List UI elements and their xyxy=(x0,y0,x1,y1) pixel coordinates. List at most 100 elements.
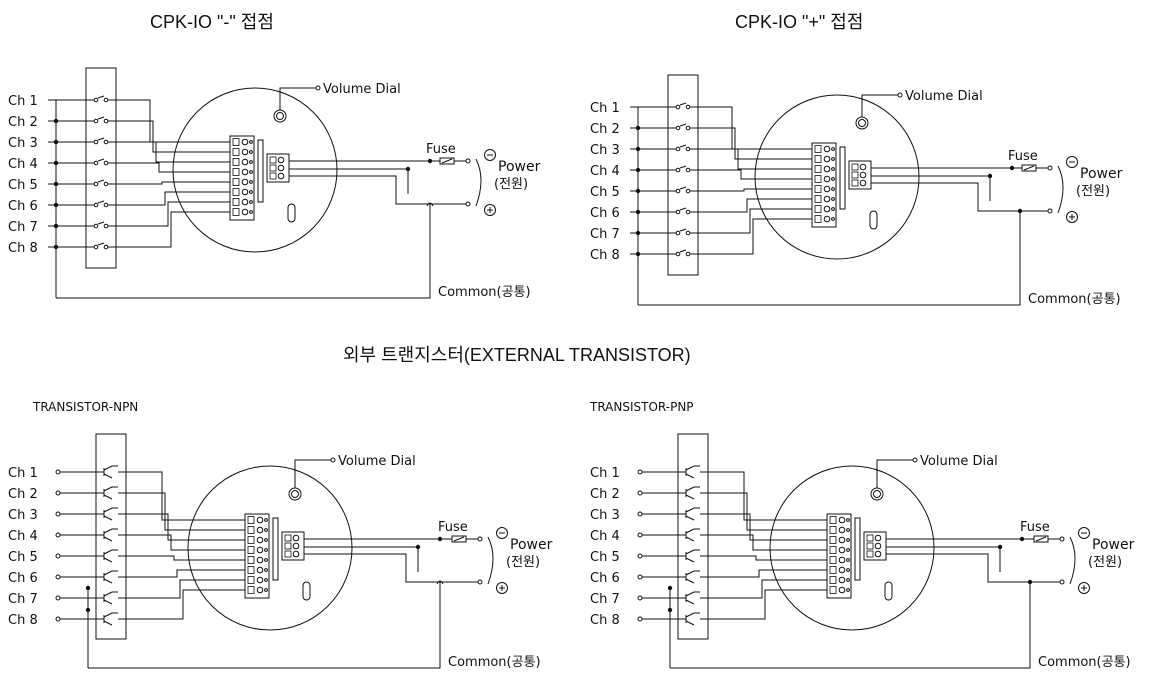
connector-screw xyxy=(256,516,264,524)
power-label-korean: (전원) xyxy=(494,177,528,192)
transistor-collector xyxy=(103,507,113,513)
connector-screw xyxy=(241,148,249,156)
wire xyxy=(118,471,245,521)
connector-pin xyxy=(247,526,255,534)
switch-contact xyxy=(675,251,681,257)
connector-screw xyxy=(249,140,253,144)
connector-screw xyxy=(831,167,835,171)
transistor-emitter xyxy=(685,620,695,626)
junction-dot xyxy=(85,607,91,613)
controller-housing xyxy=(172,87,338,253)
connector-screw xyxy=(831,187,835,191)
input-terminal xyxy=(55,574,61,580)
connector-screw xyxy=(241,158,249,166)
transistor-collector xyxy=(103,528,113,534)
junction-dot xyxy=(427,158,433,164)
channel-label: Ch 2 xyxy=(590,122,620,137)
connector-pin xyxy=(814,205,822,213)
channel-label: Ch 6 xyxy=(590,571,620,586)
wire xyxy=(886,553,1024,583)
wire xyxy=(289,168,409,194)
wire xyxy=(700,513,827,541)
wire xyxy=(118,162,230,173)
switch-contact xyxy=(93,202,99,208)
transistor-emitter xyxy=(103,599,113,605)
connector-screw xyxy=(264,538,268,542)
transistor-emitter xyxy=(685,578,695,584)
connector-screw xyxy=(823,155,831,163)
switch-contact xyxy=(93,160,99,166)
channel-label: Ch 5 xyxy=(8,550,38,565)
connector-screw xyxy=(241,178,249,186)
connector-pin xyxy=(814,175,822,183)
switch-contact xyxy=(675,167,681,173)
power-connector-block xyxy=(266,153,290,183)
connector-pin xyxy=(247,546,255,554)
switch-contact xyxy=(93,139,99,145)
switch-blade xyxy=(679,123,687,127)
connector-screw xyxy=(241,188,249,196)
channel-label: Ch 4 xyxy=(590,529,620,544)
transistor-emitter xyxy=(103,473,113,479)
input-connector-block xyxy=(811,142,837,228)
input-terminal xyxy=(55,595,61,601)
wire xyxy=(118,569,245,578)
connector-screw xyxy=(823,195,831,203)
power-terminal-minus xyxy=(465,158,471,164)
junction-dot xyxy=(415,544,421,550)
wire xyxy=(700,148,812,170)
connector-screw xyxy=(838,516,846,524)
wire xyxy=(700,492,827,531)
mounting-slot xyxy=(302,581,311,601)
wire xyxy=(1035,536,1047,542)
wire xyxy=(700,188,812,192)
wire xyxy=(118,579,245,599)
connector-pin xyxy=(232,188,240,196)
switch-contact xyxy=(103,97,109,103)
switch-contact xyxy=(675,209,681,215)
indicator-bar xyxy=(272,517,279,581)
junction-dot xyxy=(1017,208,1023,214)
connector-screw xyxy=(846,588,850,592)
input-terminal xyxy=(637,511,643,517)
wire xyxy=(1023,165,1035,171)
terminal-strip xyxy=(667,74,699,276)
connector-screw xyxy=(831,147,835,151)
controller-housing xyxy=(754,94,920,260)
title-external-transistor: 외부 트랜지스터(EXTERNAL TRANSISTOR) xyxy=(343,345,691,365)
connector-screw xyxy=(241,198,249,206)
switch-contact xyxy=(685,104,691,110)
input-terminal xyxy=(637,532,643,538)
power-terminal-plus xyxy=(1059,579,1065,585)
connector-pin xyxy=(829,526,837,534)
channel-label: Ch 8 xyxy=(590,248,620,263)
subtitle-pnp: TRANSISTOR-PNP xyxy=(590,400,694,414)
switch-contact xyxy=(93,223,99,229)
wire xyxy=(118,181,230,185)
volume-dial-label: Volume Dial xyxy=(338,454,416,469)
common-label: Common(공통) xyxy=(1028,292,1121,307)
connector-pin xyxy=(232,168,240,176)
connector-screw xyxy=(256,556,264,564)
wire xyxy=(700,534,827,551)
connector-screw xyxy=(264,548,268,552)
connector-screw xyxy=(846,538,850,542)
fuse-label: Fuse xyxy=(438,520,468,535)
connector-pin xyxy=(829,536,837,544)
wire xyxy=(118,589,245,620)
switch-contact xyxy=(675,146,681,152)
connector-pin xyxy=(829,546,837,554)
wire xyxy=(118,534,245,551)
transistor-emitter xyxy=(103,494,113,500)
power-brace xyxy=(1069,536,1076,585)
connector-screw xyxy=(831,207,835,211)
connector-pin xyxy=(247,576,255,584)
connector-pin xyxy=(814,185,822,193)
channel-label: Ch 1 xyxy=(8,466,38,481)
connector-pin xyxy=(269,156,277,164)
transistor-emitter xyxy=(685,515,695,521)
connector-pin xyxy=(866,542,874,550)
wire xyxy=(118,492,245,531)
wire xyxy=(700,218,812,255)
